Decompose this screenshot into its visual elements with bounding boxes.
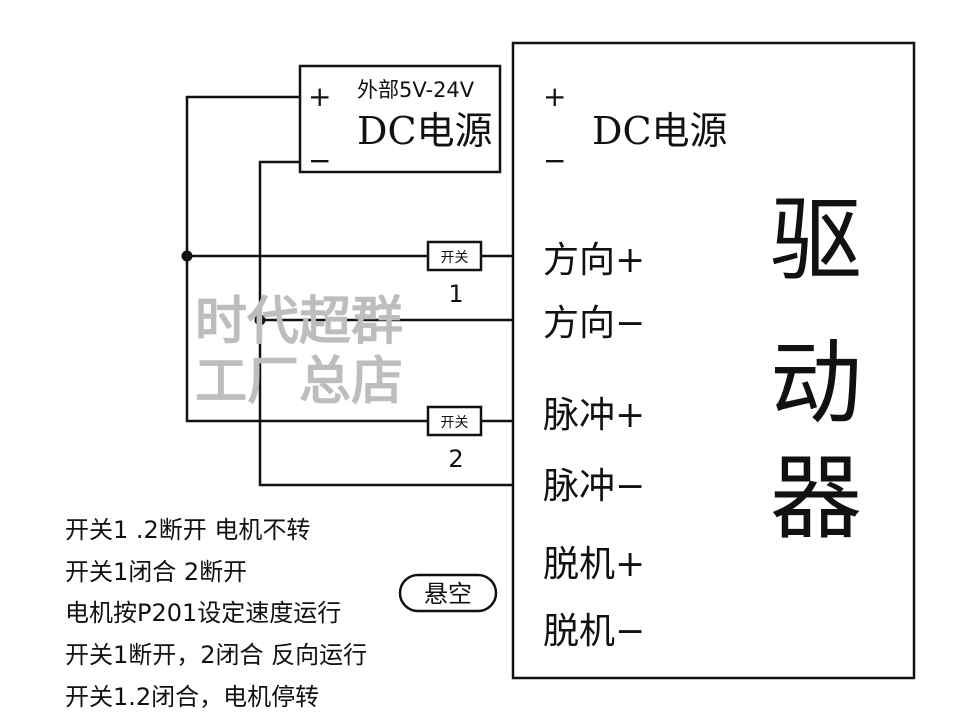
external-psu-plus: + (308, 80, 331, 113)
external-psu-minus: − (308, 144, 331, 177)
switch-1: 开关 1 (426, 240, 483, 308)
note-line: 开关1断开，2闭合 反向运行 (65, 641, 367, 669)
external-psu-box (298, 64, 502, 174)
switch-2-label: 开关 (441, 415, 469, 431)
external-psu-label: DC电源 (357, 109, 493, 153)
driver-psu-minus: − (543, 144, 566, 177)
note-line: 开关1 .2断开 电机不转 (65, 516, 310, 544)
terminal-pulse-minus: 脉冲− (543, 466, 645, 507)
switch-1-label: 开关 (441, 250, 469, 266)
driver-title-char: 动 (770, 330, 862, 437)
driver-psu-label: DC电源 (592, 109, 728, 153)
terminal-enable-minus: 脱机− (543, 611, 645, 652)
driver-title-char: 器 (770, 445, 862, 552)
terminal-dir-minus: 方向− (543, 303, 645, 344)
notes: 开关1 .2断开 电机不转 开关1闭合 2断开 电机按P201设定速度运行 开关… (65, 516, 367, 711)
note-line: 电机按P201设定速度运行 (65, 599, 341, 627)
floating-label: 悬空 (424, 580, 472, 608)
terminal-dir-plus: 方向+ (543, 240, 645, 281)
switch-1-number: 1 (448, 280, 463, 308)
note-line: 开关1.2闭合，电机停转 (65, 683, 319, 711)
external-psu-voltage: 外部5V-24V (357, 78, 475, 102)
driver-box (511, 41, 916, 680)
junction-dot (181, 250, 193, 262)
switch-2-number: 2 (448, 445, 463, 473)
terminal-pulse-plus: 脉冲+ (543, 395, 645, 436)
note-line: 开关1闭合 2断开 (65, 558, 247, 586)
junction-dot (254, 314, 266, 326)
wires (181, 95, 513, 487)
driver-psu-plus: + (543, 80, 566, 113)
floating-badge (398, 573, 498, 613)
driver-title-char: 驱 (770, 187, 862, 294)
terminal-enable-plus: 脱机+ (543, 544, 645, 585)
switch-2: 开关 2 (426, 405, 483, 473)
